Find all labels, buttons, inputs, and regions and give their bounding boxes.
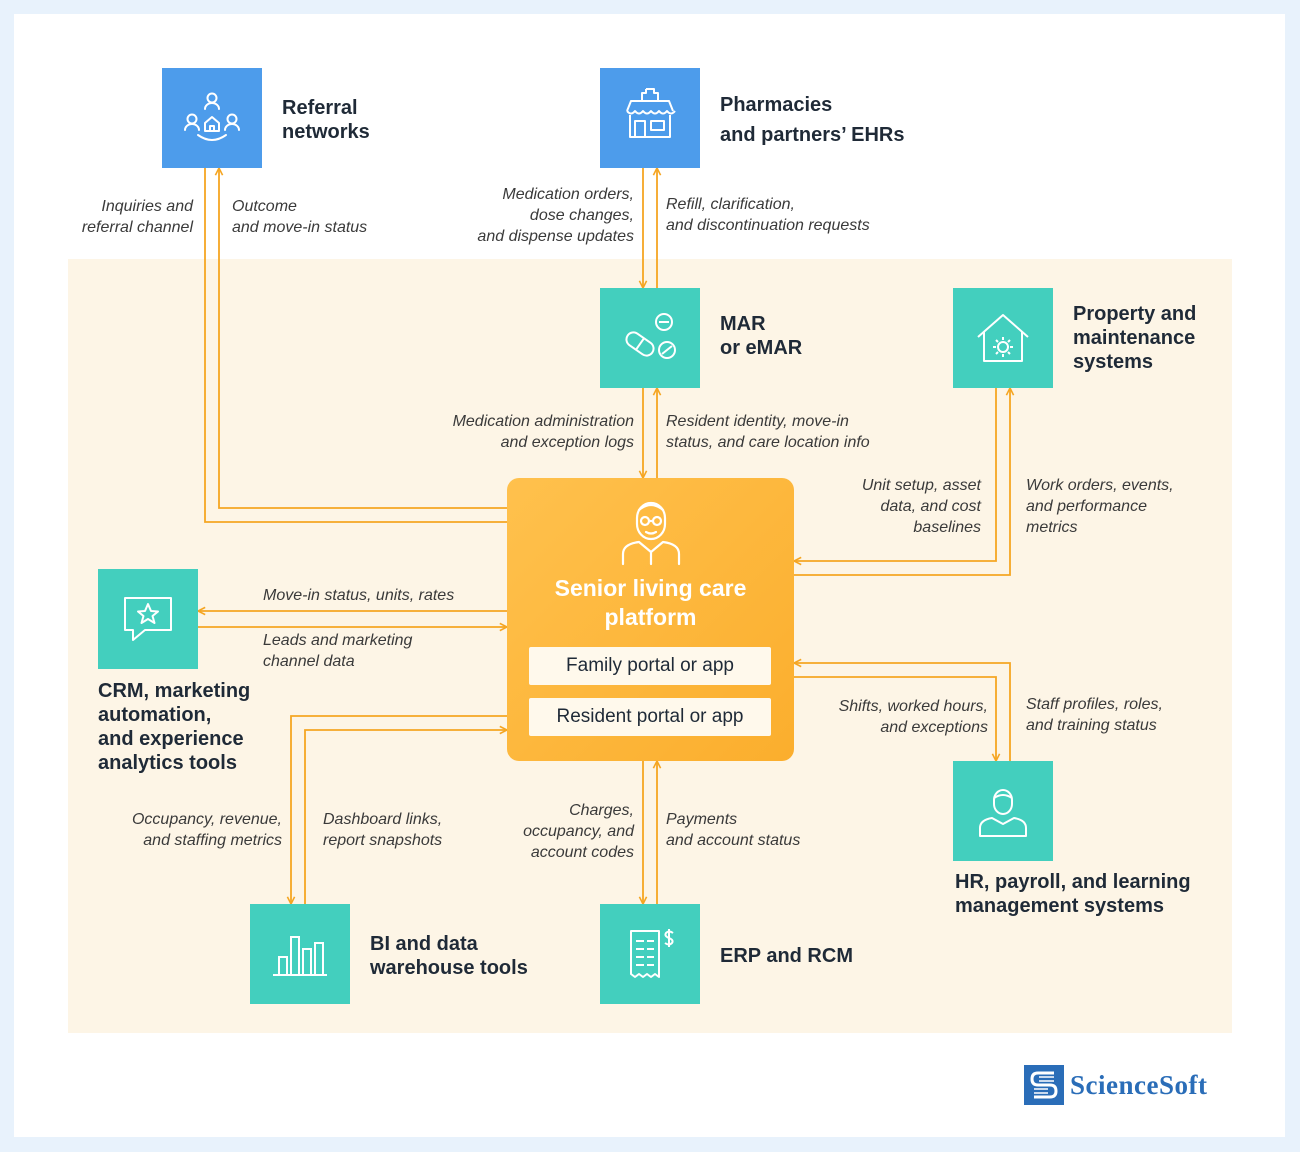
- label-erp-to-hub: Payments and account status: [666, 811, 801, 849]
- property-node: [953, 288, 1053, 388]
- erp-title: ERP and RCM: [720, 945, 853, 967]
- label-hub-to-hr: Shifts, worked hours, and exceptions: [838, 698, 988, 736]
- senior-person-icon: [621, 501, 681, 566]
- label-hub-to-crm: Move-in status, units, rates: [263, 587, 455, 604]
- sciencesoft-logo-text: ScienceSoft: [1070, 1069, 1208, 1100]
- arrow-hub-to-bi: [291, 715, 507, 904]
- label-hub-to-bi: Occupancy, revenue, and staffing metrics: [131, 811, 282, 849]
- label-pharmacy-down: Medication orders, dose changes, and dis…: [477, 186, 634, 245]
- hub-title: Senior living care platform: [554, 575, 747, 630]
- hr-title: HR, payroll, and learning management sys…: [955, 871, 1191, 917]
- chat-star-icon: [124, 597, 172, 641]
- label-property-to-hub: Unit setup, asset data, and cost baselin…: [861, 477, 981, 536]
- property-title: Property and maintenance systems: [1073, 303, 1197, 373]
- bi-node: [250, 904, 350, 1004]
- mar-node: [600, 288, 700, 388]
- pharmacies-node: [600, 68, 700, 168]
- arrow-property-to-hub: [794, 388, 997, 561]
- label-pharmacy-up: Refill, clarification, and discontinuati…: [666, 196, 870, 234]
- label-mar-down: Medication administration and exception …: [452, 413, 634, 451]
- mar-title: MAR or eMAR: [720, 313, 803, 359]
- label-crm-to-hub: Leads and marketing channel data: [263, 632, 413, 670]
- arrow-hr-to-hub: [794, 663, 1011, 761]
- sciencesoft-logo: ScienceSoft: [1024, 1065, 1207, 1105]
- label-referral-out: Outcome and move-in status: [232, 198, 368, 236]
- crm-title: CRM, marketing automation, and experienc…: [98, 680, 251, 774]
- referral-network-icon: [184, 92, 240, 141]
- arrow-bi-to-hub: [304, 730, 507, 904]
- arrow-hub-to-referral: [219, 168, 507, 509]
- label-bi-to-hub: Dashboard links, report snapshots: [323, 811, 443, 849]
- label-hub-to-property: Work orders, events, and performance met…: [1026, 477, 1174, 536]
- referral-networks-node: [162, 68, 262, 168]
- house-gear-icon: [977, 314, 1029, 362]
- family-portal-box: Family portal or app: [529, 647, 771, 685]
- arrow-hub-to-hr: [794, 676, 996, 761]
- pharmacies-title: Pharmacies and partners’ EHRs: [720, 94, 905, 146]
- label-hub-to-erp: Charges, occupancy, and account codes: [523, 802, 634, 861]
- senior-living-platform-hub: Senior living care platform Family porta…: [507, 478, 794, 761]
- hr-node: [953, 761, 1053, 861]
- pills-icon: [625, 313, 676, 359]
- bi-title: BI and data warehouse tools: [370, 933, 528, 979]
- employee-icon: [979, 789, 1027, 837]
- label-mar-up: Resident identity, move-in status, and c…: [666, 413, 870, 451]
- crm-node: [98, 569, 198, 669]
- sciencesoft-logo-icon: [1024, 1065, 1064, 1105]
- resident-portal-box: Resident portal or app: [529, 698, 771, 736]
- referral-networks-title: Referral networks: [282, 97, 370, 143]
- label-referral-in: Inquiries and referral channel: [81, 198, 193, 236]
- pharmacy-icon: [626, 88, 676, 138]
- arrow-referral-to-hub: [204, 168, 515, 522]
- arrow-hub-to-property: [794, 388, 1010, 576]
- label-hr-to-hub: Staff profiles, roles, and training stat…: [1026, 696, 1163, 734]
- invoice-icon: [630, 929, 674, 978]
- erp-node: [600, 904, 700, 1004]
- bar-chart-icon: [273, 936, 327, 976]
